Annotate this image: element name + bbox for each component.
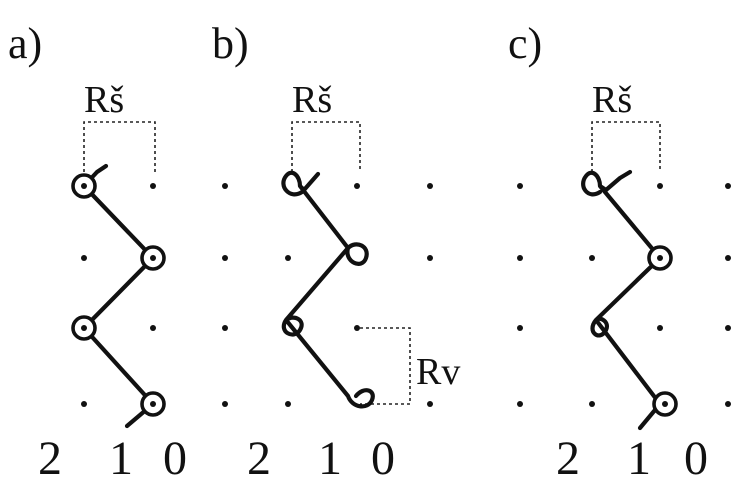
panel-a-width-label: Rš — [84, 79, 124, 121]
panel-c-width-label: Rš — [592, 79, 632, 121]
panel-b-height-bracket — [360, 327, 411, 405]
panel-a-yarn-path — [81, 163, 156, 429]
panel-a-loops — [71, 173, 166, 417]
panel-c-col-2: 2 — [556, 432, 580, 482]
panel-c: c) Rš 2 1 0 — [508, 19, 731, 482]
panel-b-label: b) — [212, 19, 249, 68]
panel-b-col-1: 1 — [318, 432, 342, 482]
panel-c-col-0: 0 — [684, 432, 708, 482]
panel-c-width-bracket — [591, 121, 661, 172]
panel-c-yarn-path — [581, 169, 663, 431]
panel-b-height-label: Rv — [416, 351, 460, 393]
panel-b-yarn-path — [281, 170, 375, 409]
panel-a: a) Rš 2 1 0 — [8, 19, 228, 482]
panel-b-col-0: 0 — [371, 432, 395, 482]
panel-b: b) Rš Rv 2 1 0 — [212, 19, 460, 482]
panel-c-label: c) — [508, 19, 542, 68]
panel-b-needle-dots — [285, 183, 433, 407]
panel-c-needle-dots — [517, 183, 731, 407]
panel-a-width-bracket — [83, 121, 156, 172]
panel-b-col-2: 2 — [247, 432, 271, 482]
panel-b-width-label: Rš — [292, 79, 332, 121]
panel-b-width-bracket — [291, 121, 361, 172]
panel-a-label: a) — [8, 19, 42, 68]
panel-c-col-1: 1 — [627, 432, 651, 482]
panel-a-col-2: 2 — [38, 432, 62, 482]
panel-c-loops — [647, 245, 678, 417]
panel-a-col-1: 1 — [109, 432, 133, 482]
panel-a-needle-dots — [81, 183, 228, 407]
panel-a-col-0: 0 — [163, 432, 187, 482]
